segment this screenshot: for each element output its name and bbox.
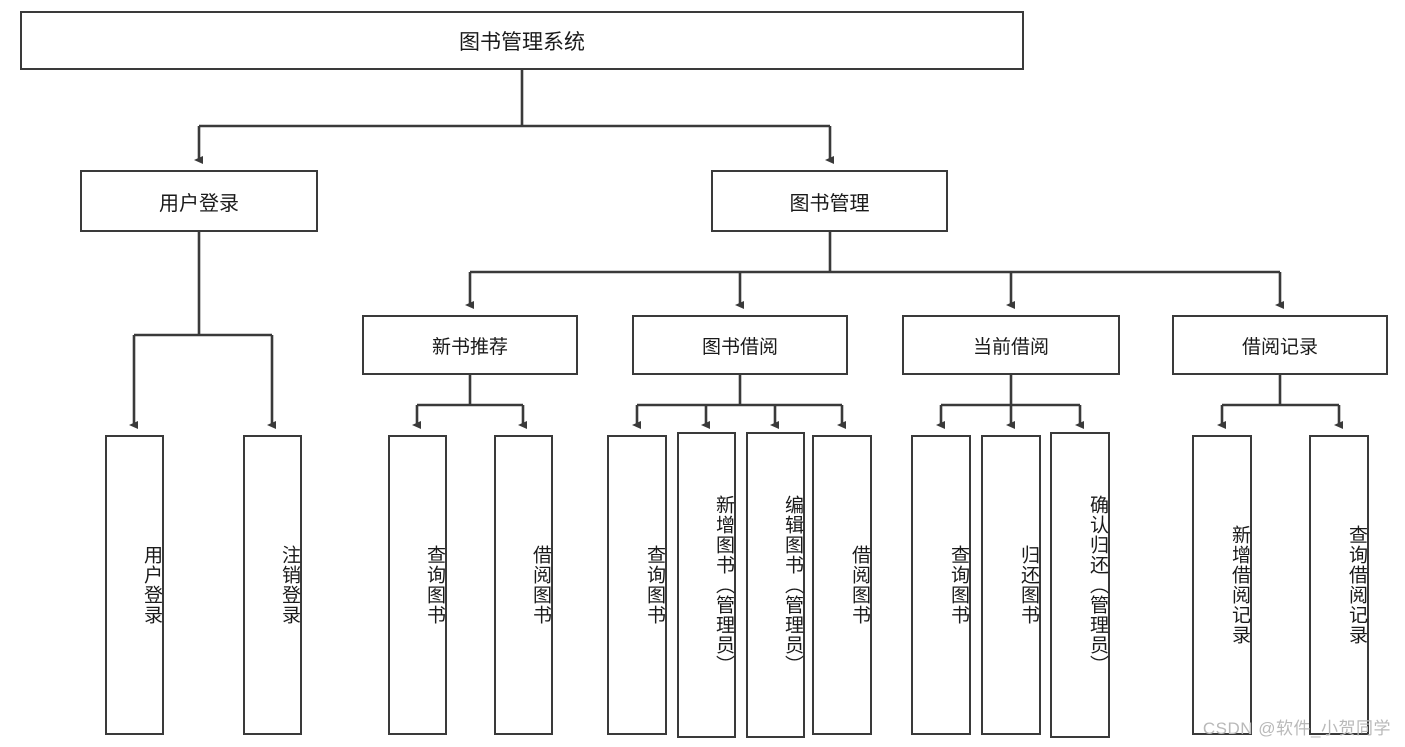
node-current-borrow[interactable]: 当前借阅 xyxy=(902,315,1120,375)
watermark-text: CSDN @软件_小贺同学 xyxy=(1202,719,1391,738)
leaf-user-login[interactable]: 用户登录 xyxy=(105,435,164,735)
leaf-cb-confirm-return-admin-label: 确认归还（管理员） xyxy=(1087,495,1108,675)
leaf-user-logout[interactable]: 注销登录 xyxy=(243,435,302,735)
leaf-user-logout-label: 注销登录 xyxy=(279,545,300,625)
leaf-br-query-record-label: 查询借阅记录 xyxy=(1346,525,1367,645)
node-root-system-label: 图书管理系统 xyxy=(459,30,585,54)
leaf-bb-borrow-book-label: 借阅图书 xyxy=(849,545,870,625)
leaf-bb-add-book-admin[interactable]: 新增图书（管理员） xyxy=(677,432,736,738)
node-book-borrow-label: 图书借阅 xyxy=(701,336,778,358)
node-user-login[interactable]: 用户登录 xyxy=(80,170,318,232)
leaf-bb-borrow-book[interactable]: 借阅图书 xyxy=(812,435,872,735)
node-root-system[interactable]: 图书管理系统 xyxy=(20,11,1024,70)
node-borrow-records[interactable]: 借阅记录 xyxy=(1172,315,1388,375)
leaf-bb-query-book-label: 查询图书 xyxy=(644,545,665,625)
node-current-borrow-label: 当前借阅 xyxy=(972,336,1049,358)
node-new-book-recommend[interactable]: 新书推荐 xyxy=(362,315,578,375)
leaf-br-add-record[interactable]: 新增借阅记录 xyxy=(1192,435,1252,735)
leaf-cb-query-book[interactable]: 查询图书 xyxy=(911,435,971,735)
node-new-book-recommend-label: 新书推荐 xyxy=(431,336,508,358)
leaf-nb-borrow-book[interactable]: 借阅图书 xyxy=(494,435,553,735)
node-book-borrow[interactable]: 图书借阅 xyxy=(632,315,848,375)
leaf-cb-return-book[interactable]: 归还图书 xyxy=(981,435,1041,735)
node-user-login-label: 用户登录 xyxy=(159,192,239,215)
leaf-bb-edit-book-admin[interactable]: 编辑图书（管理员） xyxy=(746,432,805,738)
node-borrow-records-label: 借阅记录 xyxy=(1241,336,1318,358)
leaf-bb-add-book-admin-label: 新增图书（管理员） xyxy=(713,495,734,675)
node-book-management-label: 图书管理 xyxy=(789,192,870,215)
leaf-cb-confirm-return-admin[interactable]: 确认归还（管理员） xyxy=(1050,432,1110,738)
leaf-bb-edit-book-admin-label: 编辑图书（管理员） xyxy=(782,495,803,675)
leaf-nb-query-book[interactable]: 查询图书 xyxy=(388,435,447,735)
leaf-br-add-record-label: 新增借阅记录 xyxy=(1229,525,1250,645)
leaf-cb-query-book-label: 查询图书 xyxy=(948,545,969,625)
leaf-user-login-label: 用户登录 xyxy=(141,545,162,625)
leaf-br-query-record[interactable]: 查询借阅记录 xyxy=(1309,435,1369,735)
node-book-management[interactable]: 图书管理 xyxy=(711,170,948,232)
leaf-bb-query-book[interactable]: 查询图书 xyxy=(607,435,667,735)
leaf-cb-return-book-label: 归还图书 xyxy=(1018,545,1039,625)
leaf-nb-query-book-label: 查询图书 xyxy=(424,545,445,625)
leaf-nb-borrow-book-label: 借阅图书 xyxy=(530,545,551,625)
